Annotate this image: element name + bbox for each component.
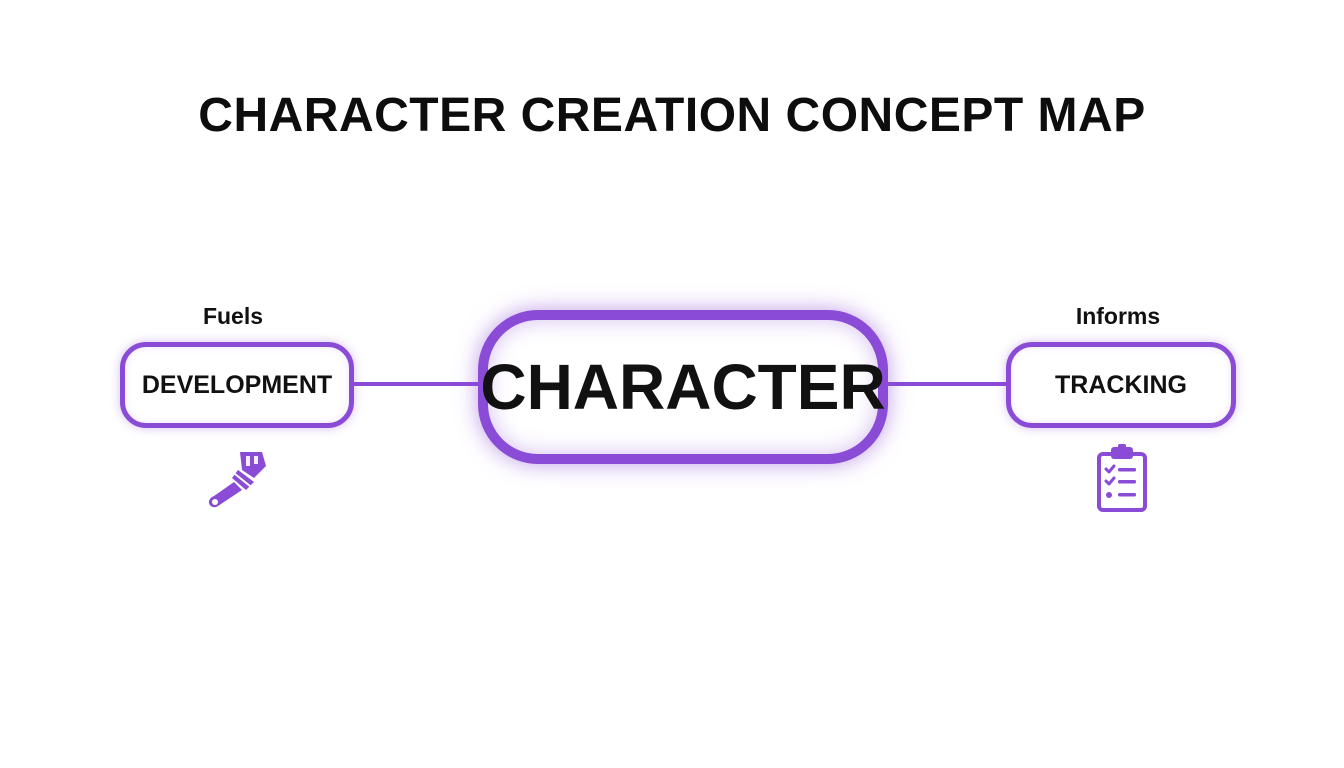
node-development-label: DEVELOPMENT	[141, 370, 333, 399]
paintbrush-icon	[208, 452, 266, 508]
edge-label-informs: Informs	[1075, 303, 1161, 329]
node-character-label: CHARACTER	[480, 351, 886, 423]
connector-character-tracking	[884, 382, 1008, 386]
page-title: CHARACTER CREATION CONCEPT MAP	[198, 89, 1146, 142]
clipboard-checklist-icon	[1097, 444, 1147, 512]
node-tracking: TRACKING	[1006, 342, 1236, 428]
node-character: CHARACTER	[478, 310, 888, 464]
node-tracking-label: TRACKING	[1055, 370, 1187, 399]
node-development: DEVELOPMENT	[120, 342, 354, 428]
connector-development-character	[352, 382, 482, 386]
edge-label-fuels: Fuels	[202, 303, 264, 329]
